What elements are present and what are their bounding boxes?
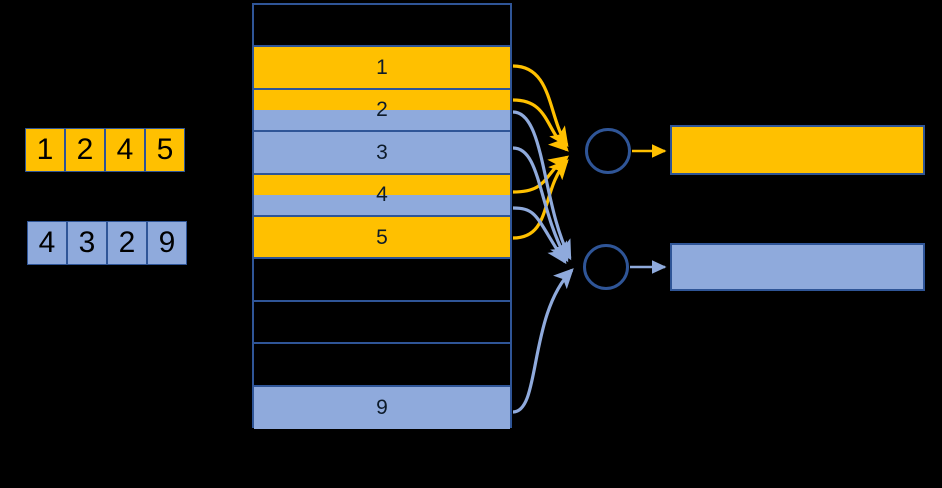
orange-edge-group bbox=[512, 64, 570, 240]
row-fill-orange bbox=[254, 47, 510, 88]
row-fill-orange bbox=[254, 89, 510, 110]
orange-input-array: 1 2 4 5 bbox=[25, 128, 185, 172]
top-neuron bbox=[585, 128, 631, 174]
row-fill-orange bbox=[254, 217, 510, 258]
row-fill-blue bbox=[254, 386, 510, 429]
table-row: 1 bbox=[254, 47, 510, 90]
table-row bbox=[254, 344, 510, 387]
table-row-label: 3 bbox=[376, 140, 388, 164]
array-cell: 2 bbox=[65, 128, 105, 172]
array-cell: 3 bbox=[67, 221, 107, 265]
blue-output-bar bbox=[670, 243, 925, 291]
orange-edge-from-row-2 bbox=[512, 98, 569, 152]
orange-output-bar bbox=[670, 125, 925, 175]
blue-edge-from-row-9 bbox=[512, 268, 574, 414]
blue-edge-group bbox=[512, 110, 574, 414]
table-row: 9 bbox=[254, 386, 510, 429]
row-fill-blue bbox=[254, 109, 510, 131]
table-row bbox=[254, 259, 510, 302]
bottom-neuron bbox=[583, 244, 629, 290]
blue-input-array: 4 3 2 9 bbox=[27, 221, 187, 265]
blue-edge-from-row-2 bbox=[512, 110, 572, 261]
blue-edge-from-row-4 bbox=[512, 206, 567, 265]
array-cell: 1 bbox=[25, 128, 65, 172]
row-fill-orange bbox=[254, 174, 510, 195]
table-row-label: 9 bbox=[376, 396, 388, 420]
orange-edge-from-row-1 bbox=[512, 64, 569, 148]
table-row bbox=[254, 302, 510, 345]
table-row-label: 2 bbox=[376, 98, 388, 122]
table-row: 3 bbox=[254, 132, 510, 175]
table-row-label: 5 bbox=[376, 225, 388, 249]
vocabulary-table: 1 2 3 4 5 9 bbox=[252, 3, 512, 429]
row-fill-blue bbox=[254, 132, 510, 173]
row-fill-blue bbox=[254, 194, 510, 215]
table-row: 2 bbox=[254, 89, 510, 133]
table-row-label: 1 bbox=[376, 56, 388, 80]
table-row: 5 bbox=[254, 217, 510, 260]
array-cell: 4 bbox=[105, 128, 145, 172]
array-cell: 5 bbox=[145, 128, 185, 172]
orange-edge-from-row-5 bbox=[512, 159, 569, 240]
array-cell: 2 bbox=[107, 221, 147, 265]
table-row-label: 4 bbox=[376, 183, 388, 207]
table-row bbox=[254, 5, 510, 48]
blue-edge-from-row-3 bbox=[512, 146, 569, 263]
array-cell: 4 bbox=[27, 221, 67, 265]
table-row: 4 bbox=[254, 174, 510, 217]
array-cell: 9 bbox=[147, 221, 187, 265]
